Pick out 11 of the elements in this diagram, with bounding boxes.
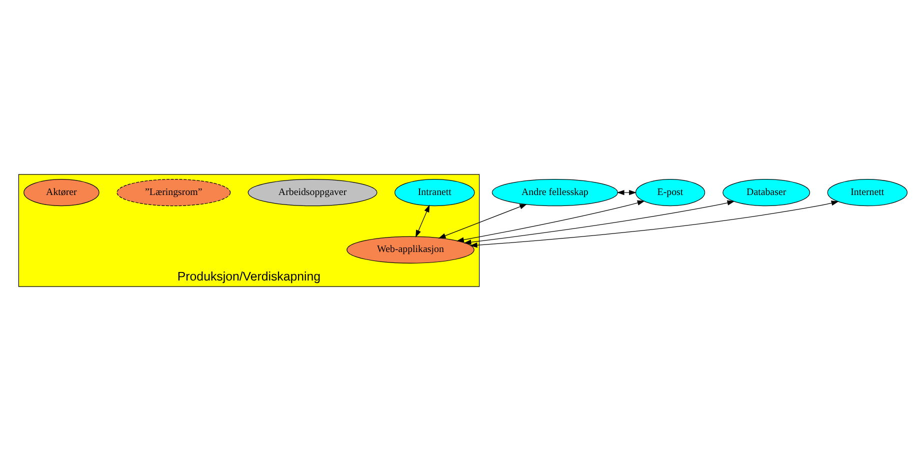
node-ellipse: Arbeidsoppgaver [248, 178, 378, 206]
arrow [438, 204, 528, 238]
node-ellipse: Intranett [394, 178, 475, 206]
node-ellipse: Aktører [24, 178, 100, 206]
node-ellipse: ”Læringsrom” [116, 178, 231, 206]
arrow [464, 200, 735, 245]
arrow [456, 200, 645, 242]
arrow [470, 200, 839, 248]
node-ellipse: Andre fellesskap [492, 178, 618, 206]
arrow [416, 204, 430, 238]
arrow [616, 190, 637, 196]
